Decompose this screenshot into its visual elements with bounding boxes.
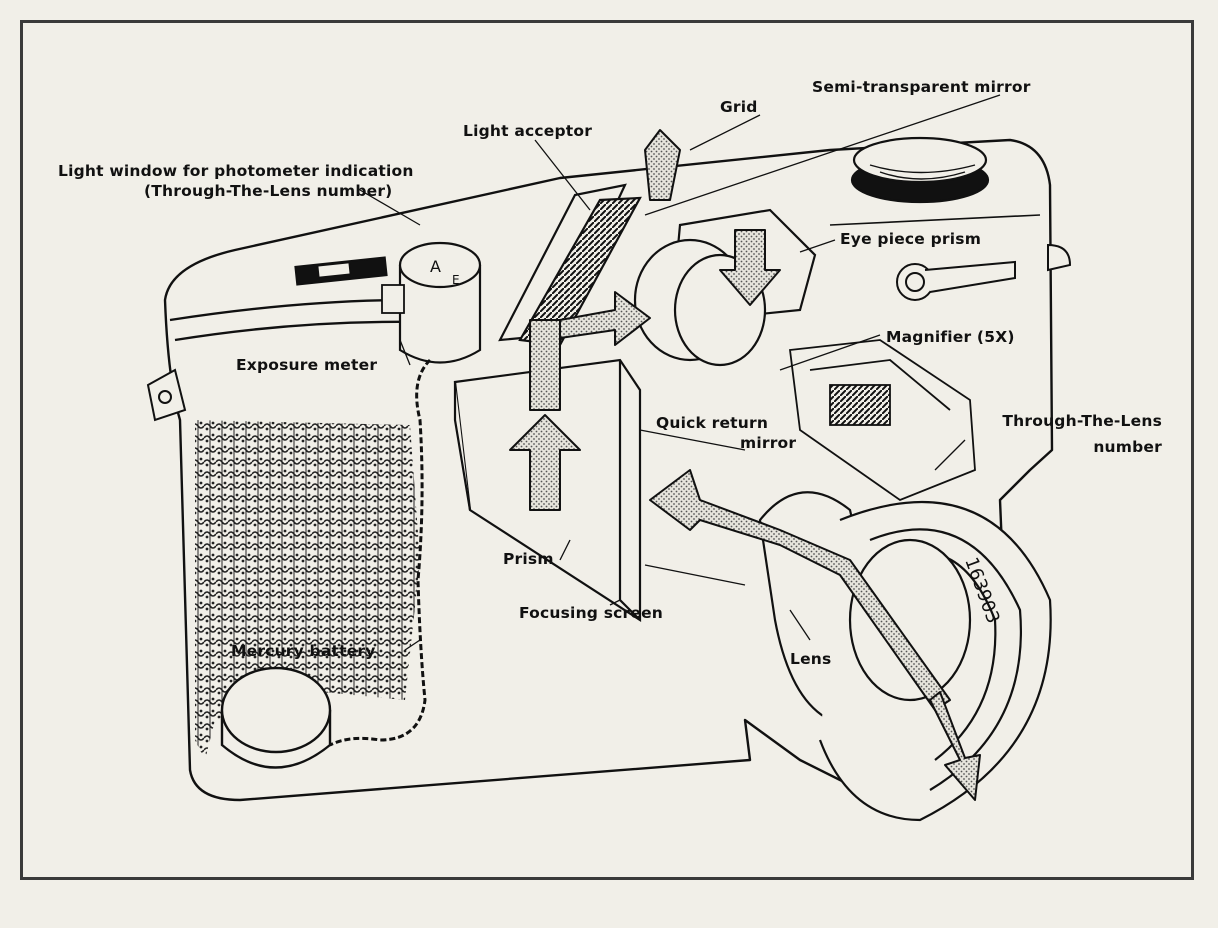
meter-cable xyxy=(329,358,432,747)
diagram-frame xyxy=(20,20,1194,880)
label-light-window-line1: Light window for photometer indication xyxy=(58,162,414,180)
label-magnifier: Magnifier (5X) xyxy=(886,328,1015,346)
lever-knob xyxy=(896,260,1016,301)
svg-text:A: A xyxy=(430,257,441,276)
lens-assembly: 163903 xyxy=(758,491,1052,822)
label-grid: Grid xyxy=(720,98,758,116)
label-exposure-meter: Exposure meter xyxy=(236,356,378,374)
strap-lug-right xyxy=(1047,243,1072,272)
lens-dial-scale xyxy=(788,339,976,502)
label-semi-transparent-mirror: Semi-transparent mirror xyxy=(812,78,1031,96)
label-lens: Lens xyxy=(790,650,832,668)
mercury-battery-shape xyxy=(220,666,332,769)
label-eye-piece-prism: Eye piece prism xyxy=(840,230,982,248)
leader-lines xyxy=(359,94,1001,651)
photometer-window xyxy=(294,256,405,314)
label-through-the-lens-line2: number xyxy=(1093,438,1162,456)
label-focusing-screen: Focusing screen xyxy=(519,604,664,622)
label-light-acceptor: Light acceptor xyxy=(463,122,593,140)
label-quick-return-line1: Quick return xyxy=(656,414,769,432)
strap-lug-left xyxy=(146,368,187,422)
label-light-window-line2: (Through-The-Lens number) xyxy=(144,182,393,200)
label-through-the-lens-line1: Through-The-Lens xyxy=(1002,412,1162,430)
label-mercury-battery: Mercury battery xyxy=(231,642,376,660)
label-quick-return-line2: mirror xyxy=(740,434,797,452)
light-path-arrows xyxy=(509,129,981,801)
shutter-dial xyxy=(850,136,990,204)
exposure-meter-cylinder: A E xyxy=(398,241,482,364)
svg-text:E: E xyxy=(452,273,460,287)
label-prism: Prism xyxy=(503,550,554,568)
